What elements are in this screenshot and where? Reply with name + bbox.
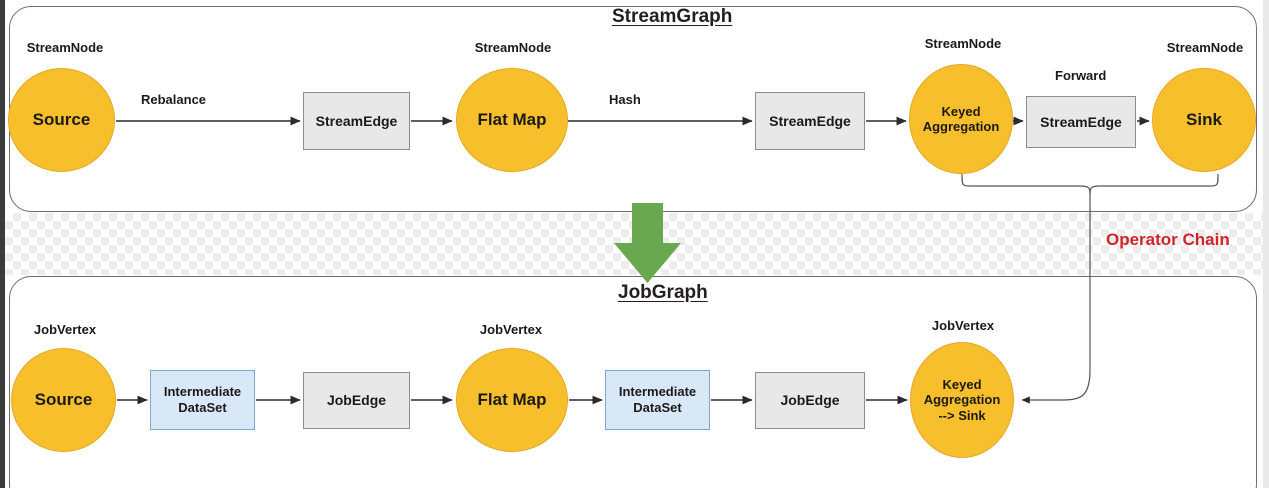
jobgraph-intermediate-dataset-1[interactable]: Intermediate DataSet — [150, 370, 255, 430]
streamgraph-edge-box-2[interactable]: StreamEdge — [755, 92, 865, 150]
streamgraph-edge-box-1[interactable]: StreamEdge — [303, 92, 410, 150]
jobgraph-title: JobGraph — [618, 282, 708, 303]
jobgraph-edge-box-2[interactable]: JobEdge — [755, 372, 865, 429]
dataset-line-2: DataSet — [178, 400, 227, 415]
dataset-line-2: DataSet — [633, 400, 682, 415]
jobgraph-intermediate-dataset-2[interactable]: Intermediate DataSet — [605, 370, 710, 430]
caption-streamnode-flatmap: StreamNode — [474, 40, 552, 55]
caption-jobvertex-source: JobVertex — [33, 322, 97, 337]
edge-label-rebalance: Rebalance — [141, 92, 207, 107]
jobgraph-edge-box-1[interactable]: JobEdge — [303, 372, 410, 429]
right-edge-strip — [1263, 0, 1269, 488]
operator-chain-label: Operator Chain — [1106, 230, 1230, 249]
jobgraph-node-source[interactable]: Source — [11, 348, 116, 452]
streamgraph-node-keyed-aggregation[interactable]: Keyed Aggregation — [909, 64, 1013, 174]
streamgraph-node-flat-map[interactable]: Flat Map — [456, 68, 568, 172]
streamgraph-node-sink[interactable]: Sink — [1152, 68, 1256, 172]
transparency-band — [5, 213, 1263, 275]
edge-label-hash: Hash — [609, 92, 641, 107]
caption-streamnode-keyedaggregation: StreamNode — [924, 36, 1002, 51]
jobgraph-node-keyed-aggregation-sink[interactable]: Keyed Aggregation --> Sink — [910, 342, 1014, 458]
edge-label-forward: Forward — [1055, 68, 1107, 83]
caption-streamnode-sink: StreamNode — [1166, 40, 1244, 55]
caption-streamnode-source: StreamNode — [26, 40, 104, 55]
streamgraph-edge-box-3[interactable]: StreamEdge — [1026, 96, 1136, 148]
dataset-line-1: Intermediate — [618, 384, 697, 400]
left-edge-strip — [0, 0, 5, 488]
dataset-line-1: Intermediate — [163, 384, 242, 400]
caption-jobvertex-keyedaggregation: JobVertex — [931, 318, 995, 333]
streamgraph-node-source[interactable]: Source — [8, 68, 115, 172]
caption-jobvertex-flatmap: JobVertex — [479, 322, 543, 337]
streamgraph-title: StreamGraph — [612, 6, 733, 27]
jobgraph-node-flat-map[interactable]: Flat Map — [456, 348, 568, 452]
